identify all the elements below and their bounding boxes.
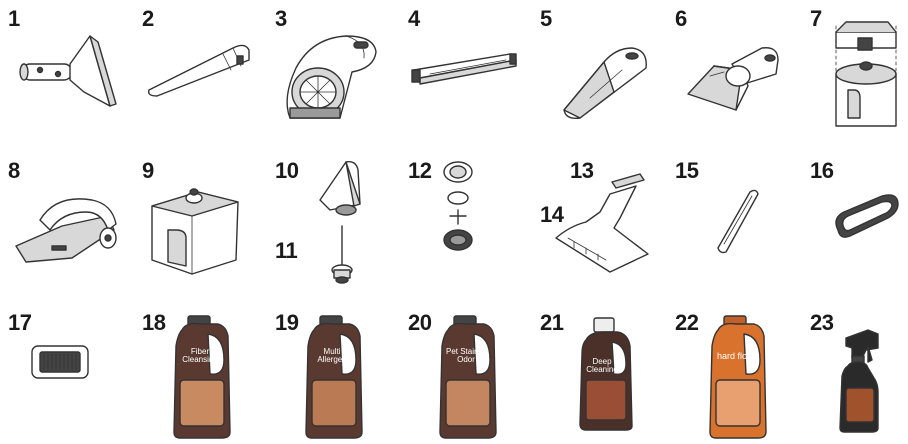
stain-tool-illustration (19, 35, 117, 107)
spin-brush-illustration (286, 35, 377, 119)
clean-water-tank-illustration (151, 188, 239, 275)
upholstery-tool-illustration (687, 47, 779, 111)
part-number-17: 17 (8, 310, 32, 335)
tank-assembly-illustration (835, 21, 897, 127)
belt-brush-illustration (717, 189, 759, 254)
bottle-19-label: Multi Allergen (317, 347, 347, 364)
part-number-7: 7 (810, 6, 822, 31)
part-number-15: 15 (675, 158, 699, 183)
filter-stack-illustration (443, 161, 473, 251)
part-number-14: 14 (540, 202, 564, 227)
bottle-18-label: Fiber Cleansing (182, 347, 218, 364)
bottle-20-label: Pet Stain & Odor (445, 347, 487, 364)
part-number-6: 6 (675, 6, 687, 31)
part-number-8: 8 (8, 158, 20, 183)
squeegee-illustration (411, 53, 517, 85)
part-number-2: 2 (142, 6, 154, 31)
crevice-tool-illustration (147, 44, 250, 97)
formula-bottle-22-illustration (709, 315, 767, 439)
part-number-23: 23 (810, 310, 834, 335)
cap-valve-illustration (331, 225, 353, 284)
part-number-11: 11 (275, 238, 298, 263)
formula-bottle-19-illustration (305, 315, 363, 439)
part-number-18: 18 (142, 310, 166, 335)
spray-bottle-illustration (839, 329, 879, 433)
bottle-22-label: hard floor (716, 351, 756, 361)
part-number-5: 5 (540, 6, 552, 31)
bottle-21-label: Deep Cleaning (586, 357, 618, 374)
part-number-19: 19 (275, 310, 299, 335)
formula-bottle-21-illustration (579, 317, 633, 431)
part-number-22: 22 (675, 310, 699, 335)
drive-belt-illustration (835, 194, 899, 238)
squeegee-handle-illustration (555, 173, 649, 273)
part-number-16: 16 (810, 158, 834, 183)
part-number-1: 1 (8, 6, 20, 31)
nozzle-hood-illustration (15, 198, 117, 263)
part-number-13: 13 (570, 158, 594, 183)
part-number-9: 9 (142, 158, 154, 183)
formula-cap-illustration (319, 160, 361, 216)
formula-bottle-18-illustration (173, 315, 231, 439)
filter-screen-illustration (31, 345, 89, 379)
part-number-3: 3 (275, 6, 287, 31)
part-number-20: 20 (408, 310, 432, 335)
hand-tool-illustration (563, 47, 647, 120)
part-number-21: 21 (540, 310, 564, 335)
part-number-12: 12 (408, 158, 432, 183)
formula-bottle-20-illustration (439, 315, 497, 439)
part-number-10: 10 (275, 158, 299, 183)
part-number-4: 4 (408, 6, 420, 31)
